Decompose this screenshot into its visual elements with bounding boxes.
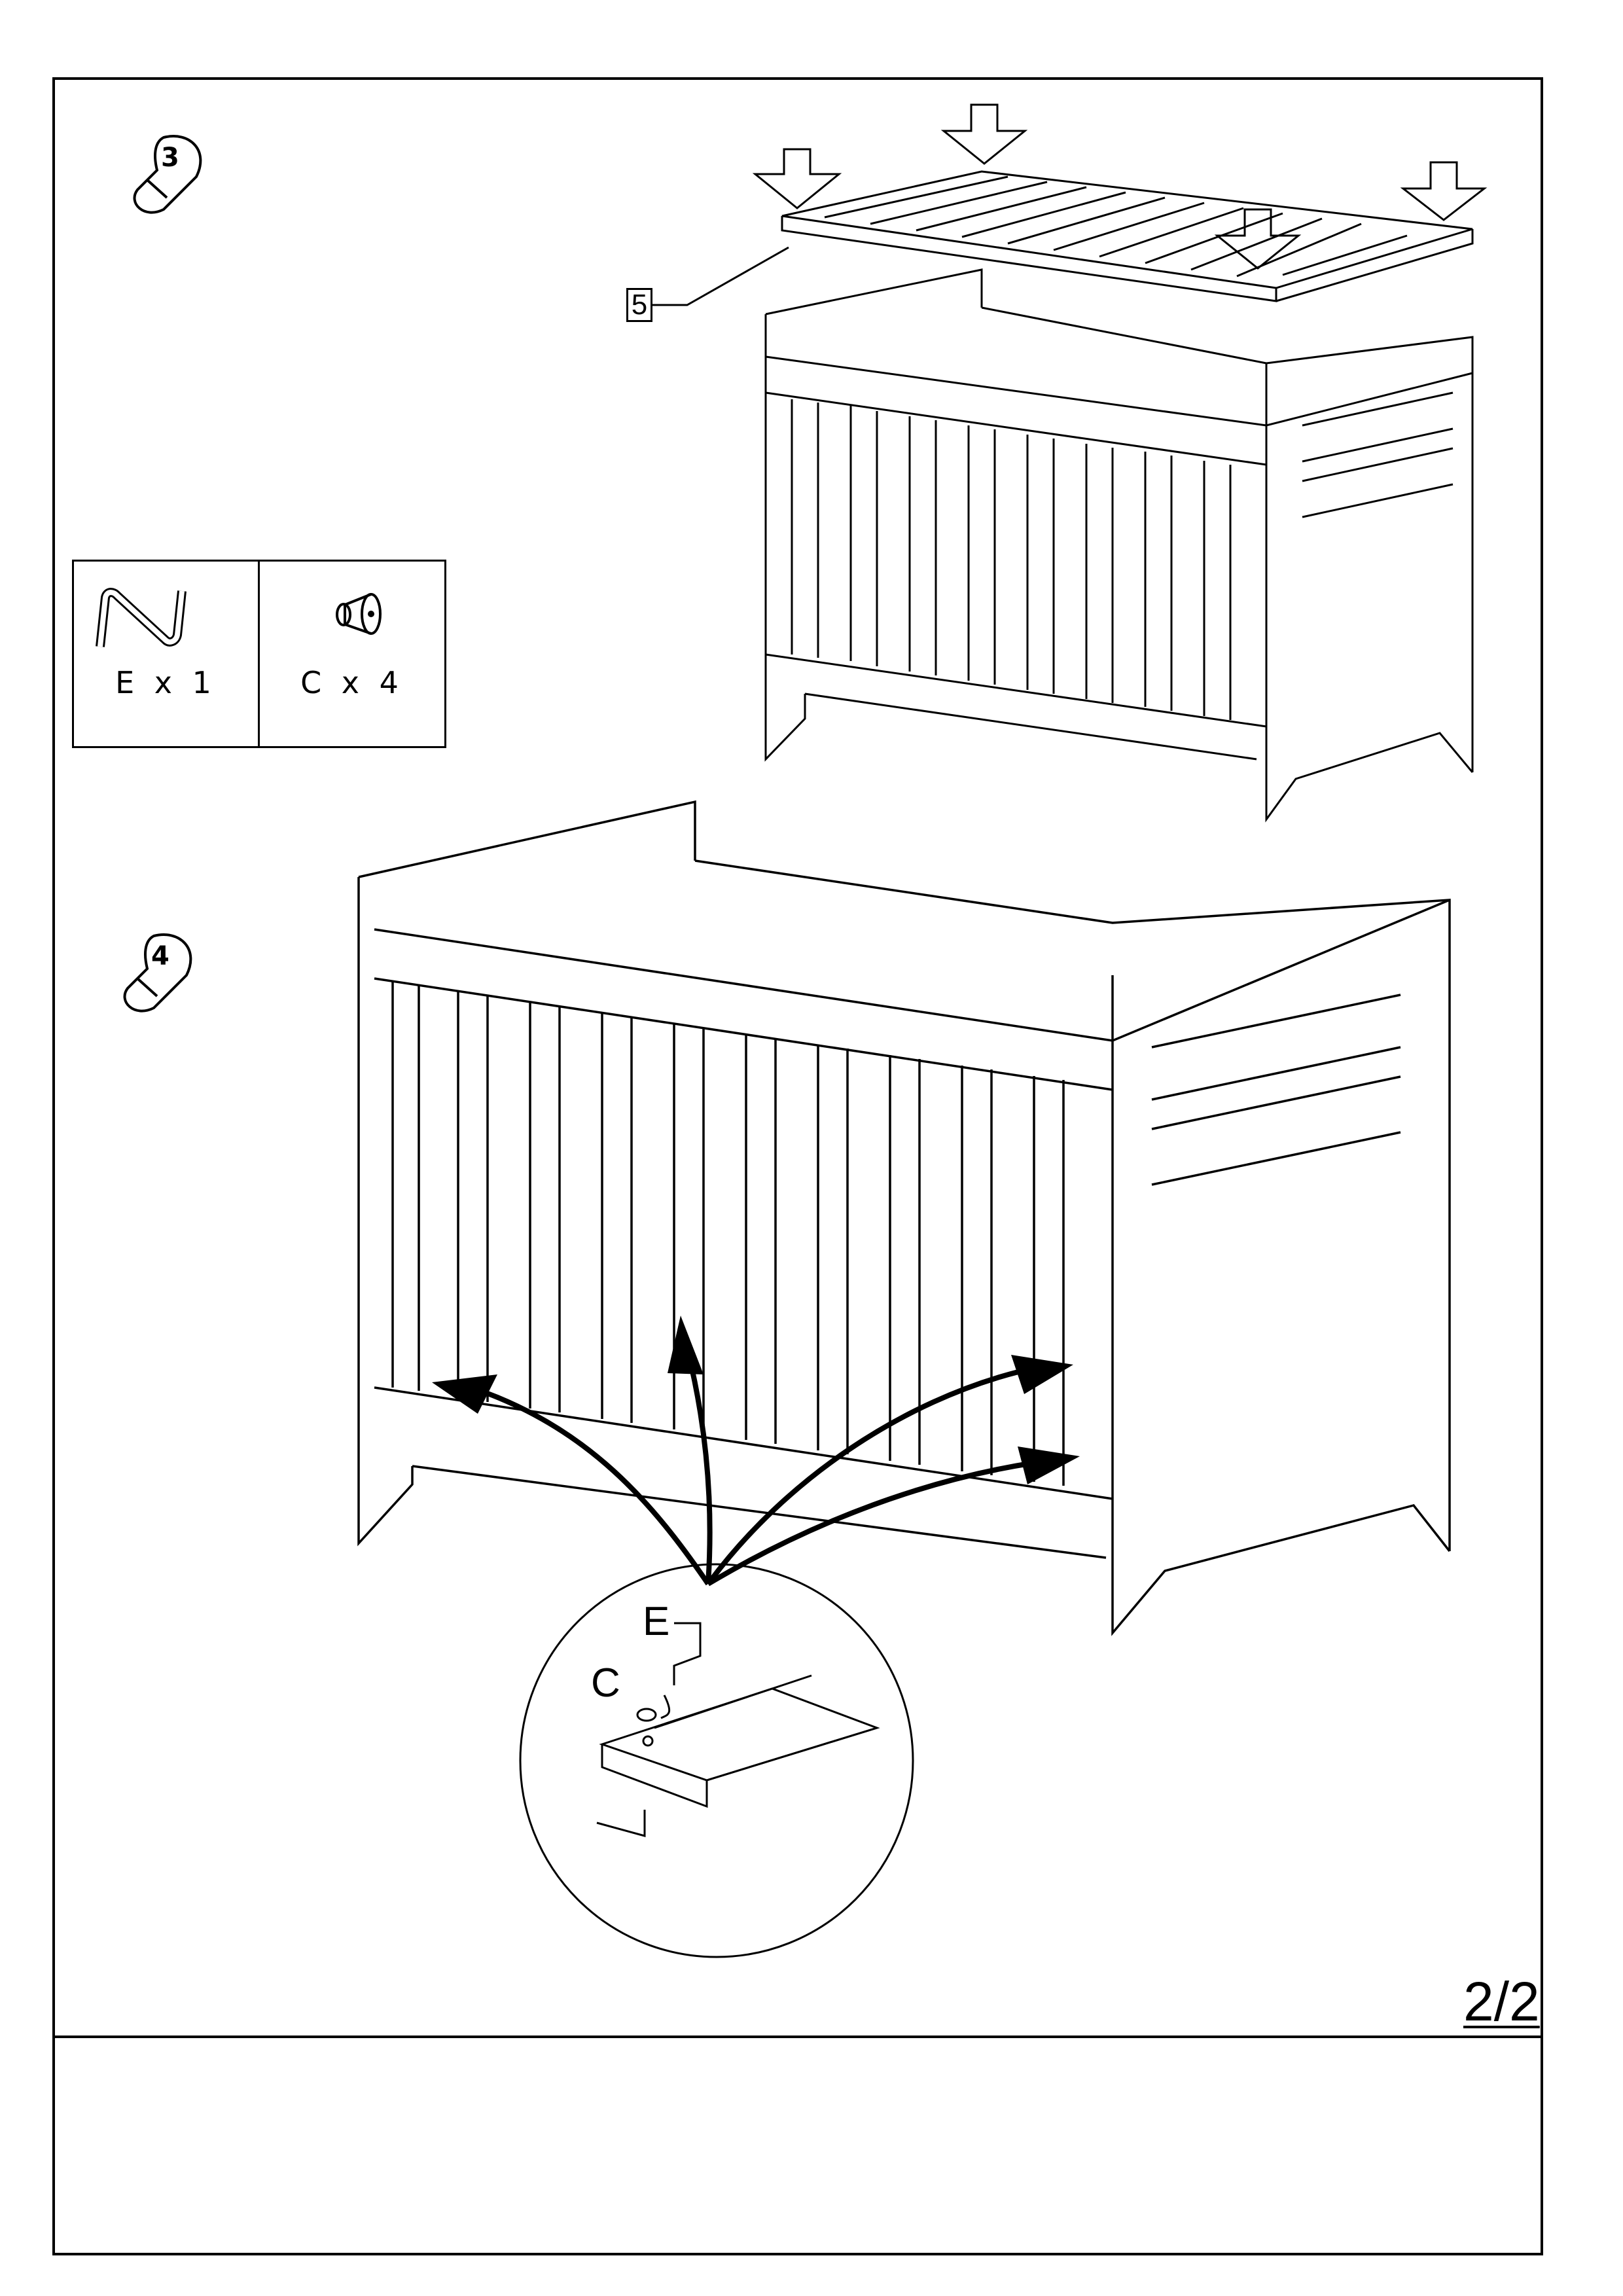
slat-base — [781, 170, 1474, 302]
step-number: 4 — [151, 941, 169, 971]
crib-small — [764, 268, 1474, 823]
allen-key-icon — [96, 588, 187, 647]
curved-arrow — [470, 1348, 1035, 1587]
crib-large — [357, 800, 1451, 1636]
footer-divider — [52, 2036, 1543, 2038]
detail-label-e: E — [643, 1599, 670, 1644]
step-number: 3 — [161, 143, 179, 173]
footprint-icon — [133, 135, 202, 214]
page-border — [52, 77, 1543, 2255]
page-number: 2/2 — [1463, 1971, 1540, 2032]
parts-list: E x 1 C x 4 — [72, 560, 446, 748]
callout-leader — [652, 246, 789, 306]
cam-bolt-icon — [336, 593, 382, 635]
part-label: E x 1 — [115, 665, 217, 700]
down-arrow — [752, 103, 1488, 270]
arrowhead — [432, 1316, 1080, 1484]
detail-label-c: C — [591, 1660, 620, 1706]
part-label: C x 4 — [300, 665, 404, 700]
detail-circle — [519, 1563, 914, 1958]
part-item: E x 1 — [74, 562, 260, 746]
part-callout: 5 — [626, 288, 652, 322]
part-item: C x 4 — [260, 562, 444, 746]
footprint-icon — [123, 933, 192, 1013]
